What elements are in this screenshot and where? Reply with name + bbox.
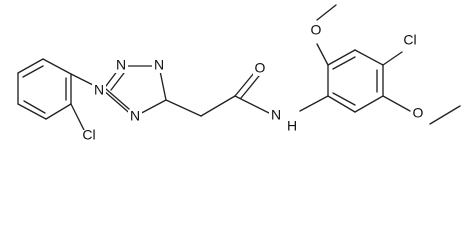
bond-network — [17, 4, 461, 135]
tetrazole-nitrogen-label-2: N — [116, 57, 126, 73]
tetrazole-nitrogen-label-1: N — [94, 82, 104, 98]
aryl-chlorine-label: Cl — [403, 32, 416, 48]
phenyl-chlorine-label: Cl — [82, 127, 95, 143]
right-methoxy-oxygen-label: O — [413, 105, 424, 121]
amide-nitrogen-label: N — [271, 107, 281, 123]
tetrazole-nitrogen-label-4: N — [130, 108, 140, 124]
carbonyl-oxygen-label: O — [255, 60, 266, 76]
chemical-structure: N N N N O N H Cl Cl O O — [17, 4, 461, 143]
amide-hydrogen-label: H — [287, 118, 297, 134]
atom-labels: N N N N O N H Cl Cl O O — [78, 22, 425, 143]
top-methoxy-oxygen-label: O — [311, 22, 322, 38]
tetrazole-nitrogen-label-3: N — [154, 57, 164, 73]
